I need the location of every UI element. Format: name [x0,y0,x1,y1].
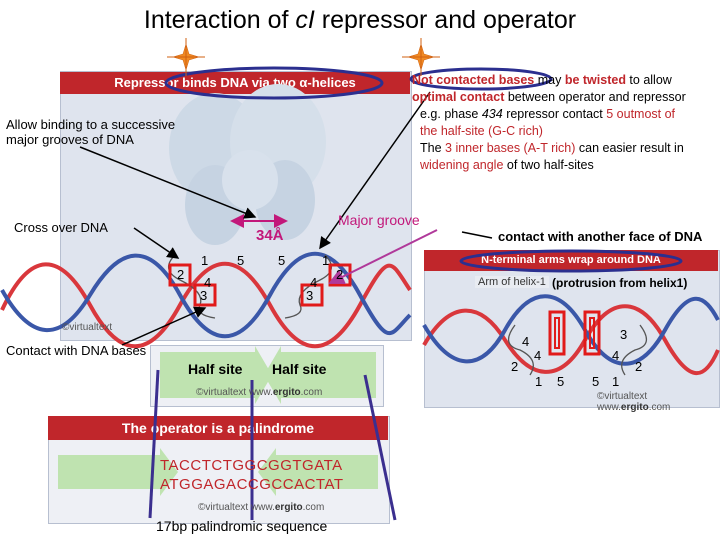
n-terminal-highlight [459,249,683,273]
contact-bases-label: Contact with DNA bases [6,343,147,358]
operator-sequence-top: TACCTCTGGCGGTGATA [160,457,343,474]
n-terminal-band: N-terminal arms wrap around DNA [424,250,718,271]
half-site-arrow-right [264,346,376,404]
operator-sequence-bottom: ATGGAGACCGCCACTAT [160,476,344,493]
palindrome-label: 17bp palindromic sequence [156,518,328,534]
major-groove-arrow [328,229,438,284]
distance-label: 34Å [256,227,284,244]
credit-halfsite: ©virtualtext www.ergito.com [196,387,323,398]
operator-arrow-left [58,448,178,496]
alpha-helices-highlight [164,66,384,100]
operator-band: The operator is a palindrome [48,416,388,440]
credit-right: ©virtualtext www.ergito.com [597,391,671,413]
dna-helix-main [0,251,412,349]
half-site-left: Half site [188,361,243,377]
star-icons [172,43,435,71]
page-title: Interaction of cI repressor and operator [143,6,577,34]
repressor-band: Repressor binds DNA via two α-helices [60,72,410,94]
contact-face-label: contact with another face of DNA [498,229,703,244]
not-contacted-highlight [409,67,553,91]
dna-helix-right [422,294,720,376]
credit-operator: ©virtualtext www.ergito.com [198,502,325,513]
cross-over-label: Cross over DNA [14,220,108,235]
explanation-block: Not contacted bases may be twisted to al… [412,73,686,172]
half-site-arrow-left [160,346,272,404]
operator-arrow-right [258,448,378,496]
major-groove-label: Major groove [338,212,420,228]
half-site-right: Half site [272,361,327,377]
protrusion-label: (protrusion from helix1) [552,276,688,290]
allow-binding-label: Allow binding to a successive major groo… [6,117,176,147]
pointer-arrows [79,91,493,346]
credit-main: ©virtualtext [62,322,113,333]
link-lines [148,369,397,521]
n-terminal-figure-panel [424,250,720,408]
helix-arm-label: Arm of helix-1 [475,276,549,288]
